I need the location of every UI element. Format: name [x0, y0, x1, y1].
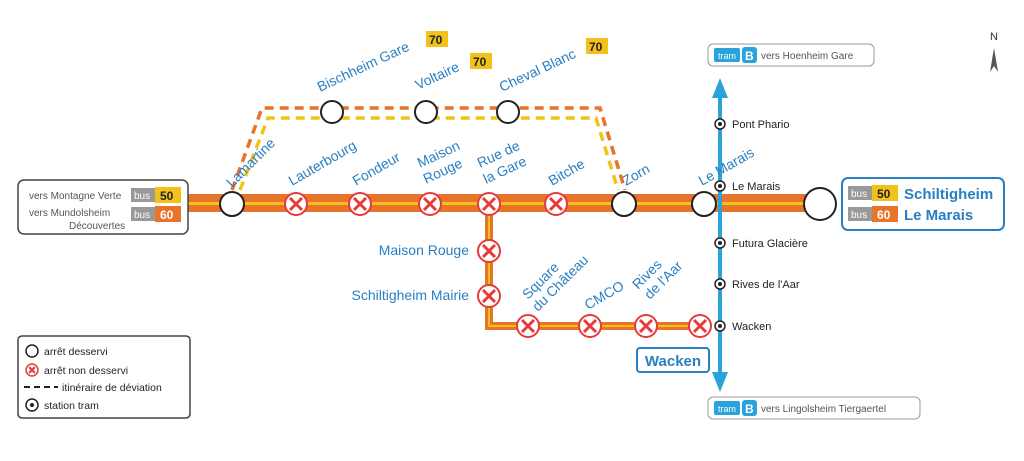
tram-bottom-box: tram B vers Lingolsheim Tiergaertel	[707, 396, 921, 420]
stop-label: Bitche	[546, 155, 588, 188]
tram-station-pont-phario: Pont Phario	[714, 118, 789, 131]
stop-label: CMCO	[582, 277, 627, 312]
right-bus60-num: 60	[877, 208, 891, 222]
right-title2: Le Marais	[904, 207, 973, 224]
legend-served-label: arrêt desservi	[44, 346, 108, 358]
stop-label: Cheval Blanc	[497, 45, 579, 94]
left-bus60-num: 60	[160, 208, 174, 222]
left-line3: Découvertes	[69, 221, 125, 232]
line-badge: 70	[473, 55, 487, 69]
legend-tram-station: station tram	[25, 398, 99, 412]
stop-label: Maison Rouge	[379, 242, 469, 258]
legend-deviation-label: itinéraire de déviation	[62, 382, 162, 394]
left-bus50-label: bus	[134, 191, 150, 202]
legend: arrêt desservi arrêt non desservi itinér…	[17, 335, 191, 419]
tram-stations: Pont Phario Le Marais Futura Glacière Ri…	[714, 118, 808, 333]
tram-stop-label: Le Marais	[732, 181, 781, 193]
stop-label: Zorn	[620, 160, 653, 188]
wacken-label: Wacken	[645, 353, 701, 370]
tram-top-box: tram B vers Hoenheim Gare	[707, 43, 875, 67]
legend-tram-station-label: station tram	[44, 400, 99, 412]
tram-stop-label: Wacken	[732, 321, 771, 333]
right-destination-box: bus 50 bus 60 Schiltigheim Le Marais	[841, 177, 1005, 231]
bus-main-line	[188, 194, 818, 212]
stop-voltaire: Voltaire 70	[413, 53, 492, 124]
line-badge: 70	[589, 40, 603, 54]
tram-bottom-mode: tram	[718, 404, 736, 414]
right-bus50-num: 50	[877, 187, 891, 201]
stop-label: Bischheim Gare	[315, 38, 412, 95]
tram-bottom-direction: vers Lingolsheim Tiergaertel	[761, 404, 886, 415]
stop-label: Fondeur	[350, 149, 403, 189]
tram-station-futura-glaciere: Futura Glacière	[714, 237, 808, 250]
legend-not-served-label: arrêt non desservi	[44, 365, 128, 377]
tram-stop-label: Pont Phario	[732, 119, 789, 131]
right-bus60-label: bus	[851, 210, 867, 221]
line-badge: 70	[429, 33, 443, 47]
stop-label: Schiltigheim Mairie	[352, 287, 470, 303]
legend-deviation: itinéraire de déviation	[24, 382, 162, 394]
left-bus50-num: 50	[160, 189, 174, 203]
legend-served: arrêt desservi	[25, 344, 108, 358]
tram-station-le-marais: Le Marais	[714, 180, 781, 193]
stop-cheval-blanc: Cheval Blanc 70	[496, 38, 608, 124]
left-destination-box: vers Montagne Verte vers Mundolsheim Déc…	[17, 179, 189, 235]
stop-schiltigheim-mairie: Schiltigheim Mairie	[352, 284, 501, 308]
north-arrow-icon: N	[990, 31, 998, 72]
tram-stop-label: Futura Glacière	[732, 238, 808, 250]
tram-top-direction: vers Hoenheim Gare	[761, 51, 854, 62]
left-line2: vers Mundolsheim	[29, 208, 110, 219]
wacken-box: Wacken	[636, 347, 710, 373]
stop-wacken-branch	[688, 314, 712, 338]
stop-terminus-le-marais	[803, 187, 837, 221]
north-label: N	[990, 31, 998, 43]
right-bus50-label: bus	[851, 189, 867, 200]
left-line1: vers Montagne Verte	[29, 191, 122, 202]
tram-station-rives-de-laar: Rives de l'Aar	[714, 278, 800, 291]
tram-stop-label: Rives de l'Aar	[732, 279, 800, 291]
tram-station-wacken: Wacken	[714, 320, 771, 333]
right-title1: Schiltigheim	[904, 186, 993, 203]
stop-maison-rouge-branch: Maison Rouge	[379, 239, 501, 263]
stop-label: Voltaire	[413, 58, 462, 92]
branch-stops: Maison Rouge Schiltigheim Mairie Square …	[352, 239, 712, 373]
tram-top-line: B	[745, 49, 754, 63]
tram-top-mode: tram	[718, 51, 736, 61]
stop-label: Lauterbourg	[286, 137, 359, 189]
tram-bottom-line: B	[745, 402, 754, 416]
left-bus60-label: bus	[134, 210, 150, 221]
legend-not-served: arrêt non desservi	[25, 363, 128, 377]
